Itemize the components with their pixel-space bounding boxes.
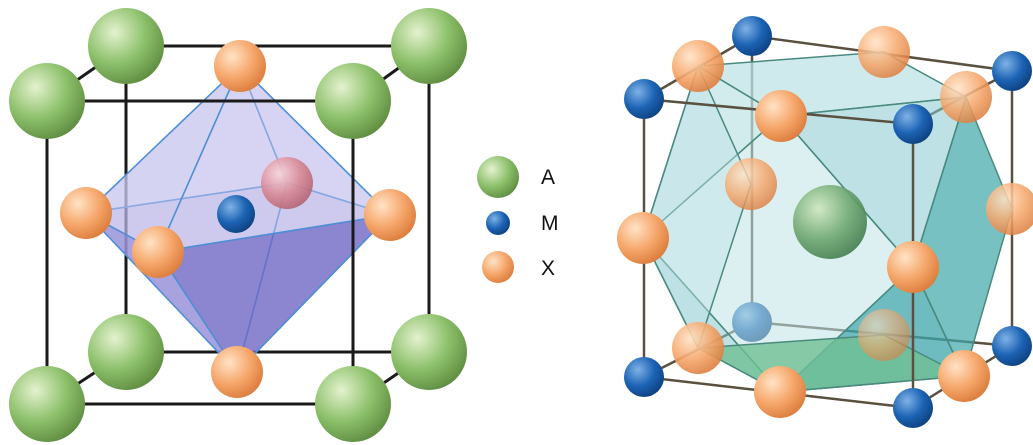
x-site-atom [858, 309, 910, 361]
a-site-atom [9, 366, 85, 442]
m-site-atom [893, 104, 933, 144]
m-site-atom [992, 51, 1032, 91]
x-site-atom [754, 366, 806, 418]
x-site-atom [858, 26, 910, 78]
m-site-atom [992, 326, 1032, 366]
x-site-atom [211, 346, 263, 398]
octahedral-cell-view [9, 8, 467, 442]
front-atoms [9, 63, 391, 442]
x-site-atom [214, 40, 266, 92]
x-site-atom [938, 350, 990, 402]
x-site-atom [940, 71, 992, 123]
x-site-atom [617, 212, 669, 264]
x-site-atom [672, 40, 724, 92]
x-site-atom [364, 189, 416, 241]
mx6-octahedron [85, 65, 391, 373]
x-site-atom [887, 241, 939, 293]
a-site-atom [793, 185, 867, 259]
legend-m-label: M [541, 212, 559, 235]
octahedron-face [157, 214, 391, 373]
m-site-atom [624, 79, 664, 119]
x-site-atom [725, 158, 777, 210]
m-site-atom [624, 357, 664, 397]
m-site-atom [217, 195, 255, 233]
legend-item-m: M [486, 211, 559, 235]
legend-item-a: A [477, 156, 555, 198]
legend-x-label: X [541, 257, 555, 280]
x-site-atom [60, 187, 112, 239]
a-site-atom [315, 63, 391, 139]
a-site-atom [9, 63, 85, 139]
cell-front-edges [45, 99, 355, 406]
m-site-atom [732, 16, 772, 56]
a-site-atom [88, 314, 164, 390]
x-site-atom [261, 157, 313, 209]
a-site-atom [88, 8, 164, 84]
front-atoms [617, 40, 1033, 428]
legend-x-marker [482, 251, 514, 283]
x-site-atom [755, 90, 807, 142]
x-site-atom [132, 226, 184, 278]
cuboctahedral-cell-view [617, 16, 1033, 428]
atom-legend: A M X [477, 156, 559, 283]
a-site-atom [315, 366, 391, 442]
a-site-atom [391, 314, 467, 390]
legend-item-x: X [482, 251, 555, 283]
x-site-atom [986, 183, 1033, 235]
legend-m-marker [486, 211, 510, 235]
legend-a-label: A [541, 166, 555, 189]
x-site-atom [672, 322, 724, 374]
center-atom [725, 26, 910, 361]
back-atoms [88, 8, 467, 390]
octahedron-atoms [60, 40, 416, 398]
a-site-atom [391, 8, 467, 84]
legend-a-marker [477, 156, 519, 198]
m-site-atom [893, 388, 933, 428]
